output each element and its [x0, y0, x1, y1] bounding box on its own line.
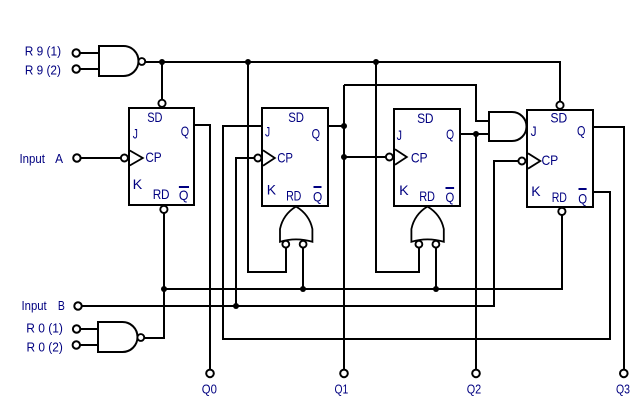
svg-text:J: J	[265, 124, 270, 140]
svg-text:B: B	[58, 298, 65, 313]
svg-text:R 0 (1): R 0 (1)	[26, 321, 63, 336]
svg-text:K: K	[133, 176, 143, 192]
svg-text:K: K	[267, 182, 277, 198]
svg-text:J: J	[531, 123, 537, 139]
svg-text:Input: Input	[20, 151, 46, 166]
svg-text:RD: RD	[286, 188, 301, 204]
svg-text:Q: Q	[312, 125, 321, 141]
svg-text:R 9 (1): R 9 (1)	[25, 44, 61, 59]
svg-text:Input: Input	[22, 298, 48, 313]
svg-text:Q: Q	[446, 189, 455, 205]
svg-text:Q: Q	[179, 187, 189, 203]
svg-text:SD: SD	[417, 110, 433, 126]
svg-text:SD: SD	[288, 109, 304, 125]
svg-text:Q: Q	[181, 123, 189, 139]
svg-text:Q2: Q2	[467, 382, 482, 397]
svg-text:K: K	[531, 183, 541, 199]
svg-text:J: J	[397, 127, 402, 143]
svg-text:Q0: Q0	[202, 382, 217, 397]
svg-text:RD: RD	[153, 186, 170, 202]
svg-text:CP: CP	[145, 149, 161, 165]
svg-text:CP: CP	[411, 149, 428, 165]
svg-text:Q: Q	[577, 123, 586, 139]
svg-text:RD: RD	[419, 188, 435, 204]
svg-text:RD: RD	[552, 189, 567, 205]
svg-text:R 9 (2): R 9 (2)	[25, 63, 61, 78]
svg-text:CP: CP	[277, 150, 293, 166]
svg-text:K: K	[399, 182, 409, 198]
svg-text:SD: SD	[147, 109, 162, 125]
svg-text:A: A	[55, 151, 63, 166]
svg-text:Q: Q	[446, 126, 454, 142]
svg-text:Q: Q	[313, 188, 322, 204]
svg-text:SD: SD	[550, 109, 567, 125]
svg-text:CP: CP	[542, 152, 559, 168]
svg-text:J: J	[133, 125, 138, 141]
svg-text:Q1: Q1	[335, 382, 349, 397]
svg-text:Q: Q	[578, 191, 587, 207]
svg-text:R 0 (2): R 0 (2)	[27, 339, 63, 354]
svg-text:Q3: Q3	[616, 382, 630, 397]
